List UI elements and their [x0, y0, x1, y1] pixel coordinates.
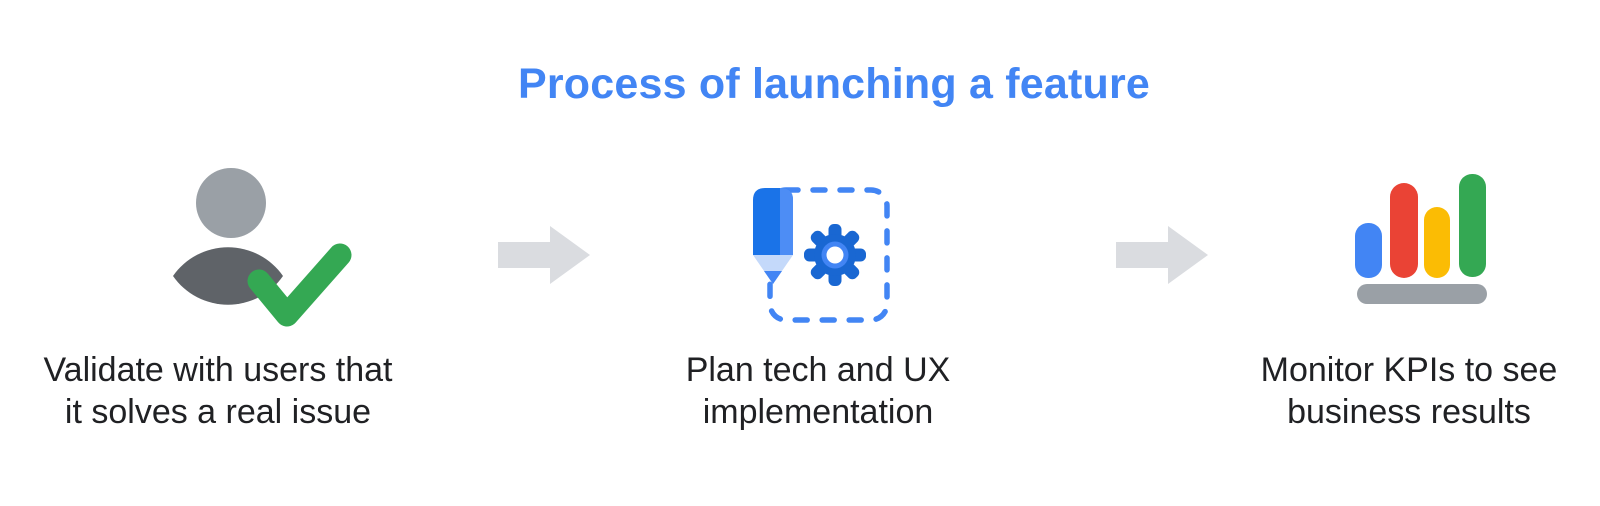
pencil-gear-icon	[753, 187, 890, 323]
checkmark-icon	[247, 243, 352, 327]
pencil-highlight-shape	[780, 188, 793, 255]
user-check-icon	[173, 168, 352, 327]
page-title: Process of launching a feature	[517, 60, 1151, 108]
gear-hole-shape	[826, 246, 844, 264]
step-label-line: implementation	[702, 393, 934, 431]
bar-green-shape	[1459, 174, 1486, 277]
pencil-icon	[753, 188, 793, 284]
right-arrow-icon	[1116, 226, 1208, 284]
step-label-line: it solves a real issue	[64, 393, 372, 431]
right-arrow-icon	[498, 226, 590, 284]
bar-yellow-shape	[1424, 207, 1450, 278]
step-label-plan: Plan tech and UX implementation	[640, 349, 996, 433]
step-label-validate: Validate with users that it solves a rea…	[0, 349, 436, 433]
step-label-line: Plan tech and UX	[685, 351, 951, 389]
pencil-tip-shape	[764, 271, 782, 284]
pencil-wood-shape	[753, 255, 793, 284]
step-label-line: Monitor KPIs to see	[1260, 351, 1558, 389]
step-label-line: business results	[1287, 393, 1531, 431]
person-head-shape	[196, 168, 266, 238]
right-arrow-shape	[1116, 226, 1208, 284]
step-label-line: Validate with users that	[43, 351, 393, 389]
bar-base-shape	[1357, 284, 1487, 304]
bar-red-shape	[1390, 183, 1418, 278]
bar-blue-shape	[1355, 223, 1382, 278]
gear-icon	[804, 224, 866, 286]
bar-chart-icon	[1355, 174, 1487, 304]
right-arrow-shape	[498, 226, 590, 284]
step-label-monitor: Monitor KPIs to see business results	[1191, 349, 1600, 433]
